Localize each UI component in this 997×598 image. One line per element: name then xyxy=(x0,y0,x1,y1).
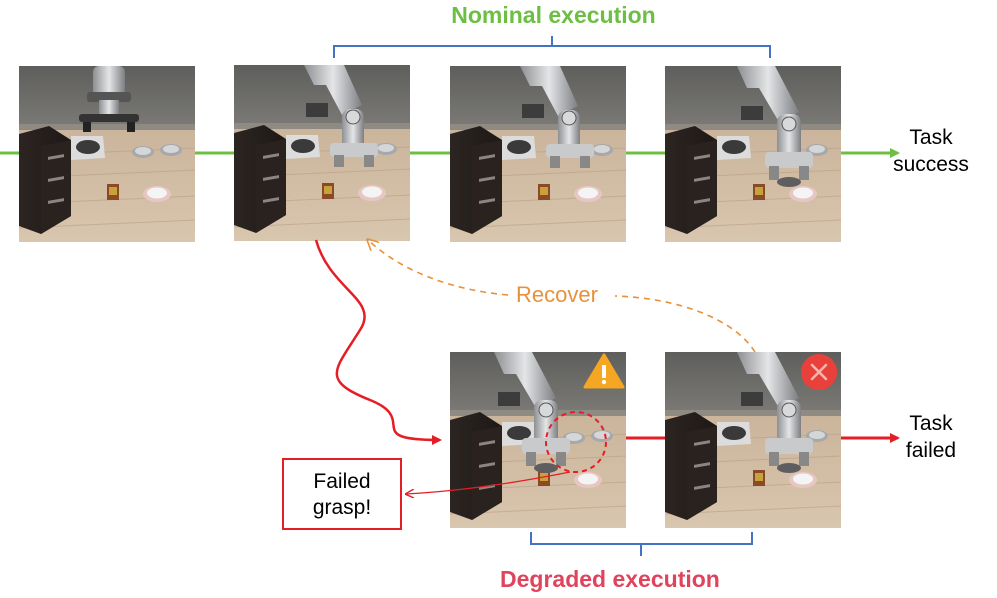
recover-path xyxy=(368,240,756,353)
failed-grasp-highlight xyxy=(545,411,607,473)
task-success-line2: success xyxy=(893,153,969,176)
task-success-line1: Task xyxy=(909,126,953,149)
nominal-execution-title: Nominal execution xyxy=(451,2,656,28)
frame-2 xyxy=(233,64,411,242)
task-failed-line2: failed xyxy=(905,439,957,462)
frame-4 xyxy=(664,65,842,243)
failure-path xyxy=(314,239,442,445)
frame-3 xyxy=(449,65,627,243)
failed-grasp-pointer xyxy=(406,471,571,494)
nominal-bracket xyxy=(333,36,771,58)
recover-label: Recover xyxy=(512,282,602,308)
frame-1 xyxy=(18,65,196,243)
error-x-icon xyxy=(801,354,837,390)
failed-grasp-line2: grasp! xyxy=(312,496,372,519)
task-failed-line1: Task xyxy=(909,412,953,435)
task-failed-label: Task failed xyxy=(876,410,986,464)
failed-grasp-line1: Failed xyxy=(313,470,371,493)
degraded-bracket xyxy=(530,532,753,556)
failed-grasp-callout: Failed grasp! xyxy=(282,458,402,530)
task-success-label: Task success xyxy=(876,124,986,178)
degraded-execution-title: Degraded execution xyxy=(500,566,720,592)
warning-triangle-icon xyxy=(583,353,625,389)
